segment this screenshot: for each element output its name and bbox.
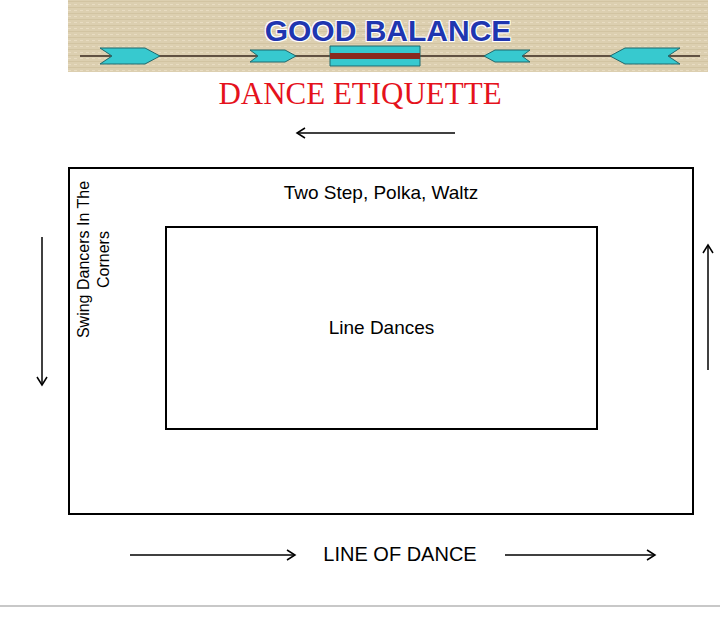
page-title: DANCE ETIQUETTE — [0, 76, 720, 112]
banner-ornaments — [100, 46, 680, 66]
banner-stripe — [330, 53, 420, 59]
line-dance-area: Line Dances — [165, 226, 598, 430]
separator-rule — [0, 605, 720, 607]
lane-dance-list: Two Step, Polka, Waltz — [70, 181, 692, 205]
direction-arrows — [37, 128, 713, 560]
banner — [68, 0, 708, 72]
banner-ground — [68, 0, 708, 72]
area-label: Line Dances — [167, 316, 596, 340]
banner-heading: GOOD BALANCE — [68, 14, 708, 48]
direction-label: LINE OF DANCE — [295, 543, 505, 566]
couples-dance-lane: Line Dances Two Step, Polka, WaltzSwing D… — [68, 167, 694, 515]
swing-note: Swing Dancers In The Corners — [74, 177, 114, 342]
